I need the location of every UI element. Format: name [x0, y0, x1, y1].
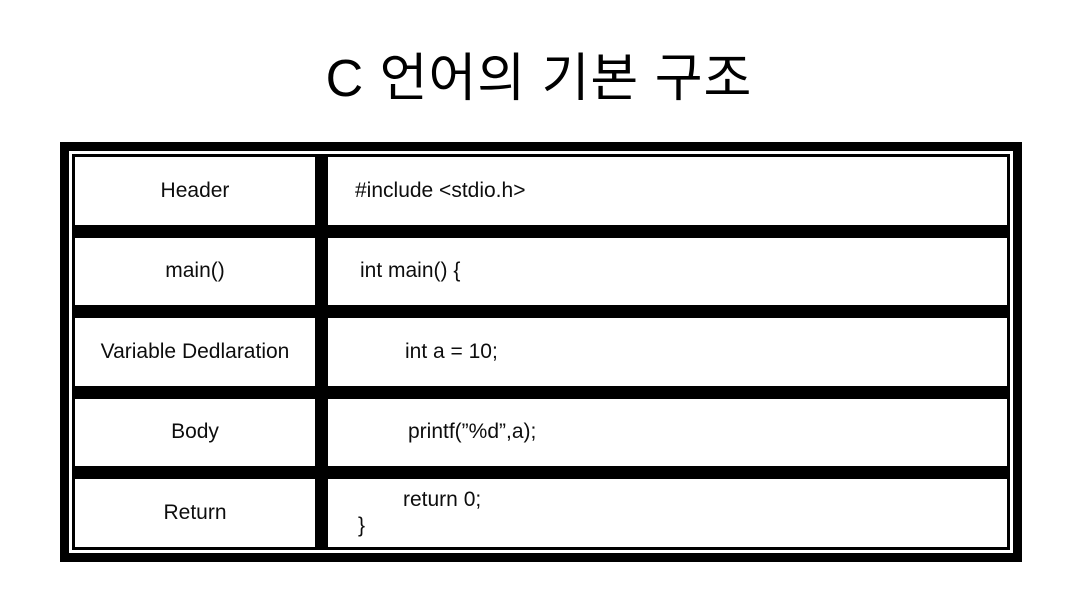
table-row-label-return: Return: [72, 476, 318, 550]
code-text: return 0;: [403, 487, 482, 511]
row-label: Return: [163, 501, 227, 525]
row-label: main(): [165, 259, 225, 283]
table-row-code-body: printf(”%d”,a);: [325, 395, 1010, 470]
table-row-label-variable-declaration: Variable Dedlaration: [72, 315, 318, 389]
code-text: int a = 10;: [405, 339, 498, 363]
code-text: #include <stdio.h>: [355, 178, 526, 202]
page-title: C 언어의 기본 구조: [325, 50, 753, 108]
table-row-label-body: Body: [72, 395, 318, 470]
table-grid: Header #include <stdio.h> main() int mai…: [72, 154, 1010, 550]
table-row-code-variable-declaration: int a = 10;: [325, 315, 1010, 389]
table-row-label-header: Header: [72, 154, 318, 228]
c-structure-table: Header #include <stdio.h> main() int mai…: [60, 142, 1022, 562]
table-row-code-main: int main() {: [325, 234, 1010, 309]
row-label: Header: [160, 178, 230, 202]
table-row-code-header: #include <stdio.h>: [325, 154, 1010, 228]
code-text-closing-brace: }: [358, 514, 366, 538]
table-row-code-return: return 0; }: [325, 476, 1010, 550]
row-label: Body: [171, 420, 219, 444]
code-text: printf(”%d”,a);: [408, 420, 537, 444]
code-text: int main() {: [360, 259, 461, 283]
row-label: Variable Dedlaration: [100, 339, 290, 363]
table-row-label-main: main(): [72, 234, 318, 309]
